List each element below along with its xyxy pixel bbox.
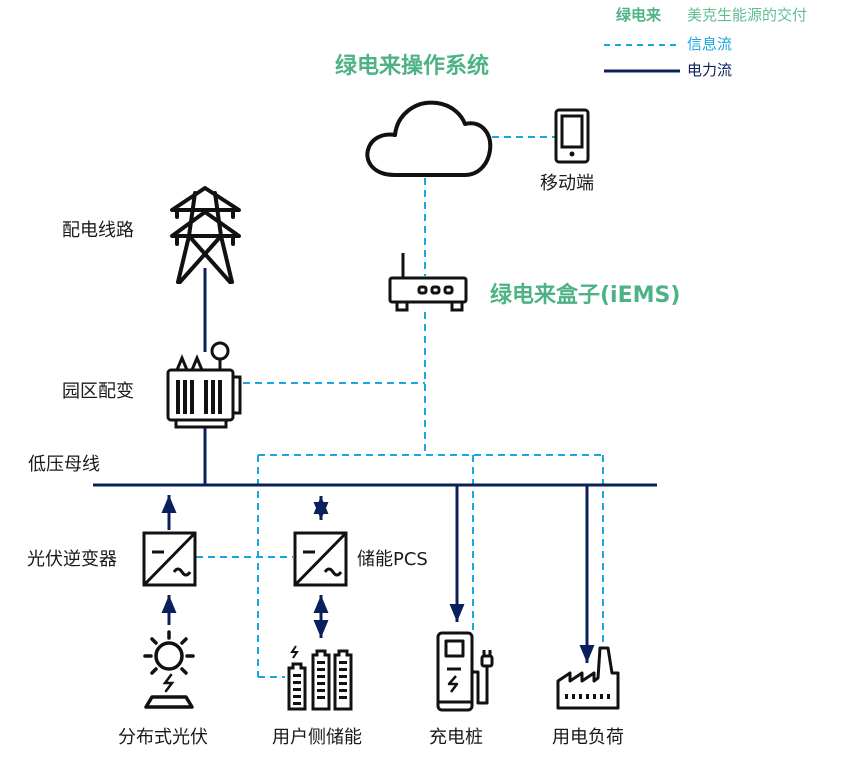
low-voltage-bus-label: 低压母线: [28, 454, 100, 475]
cloud-icon: [365, 100, 493, 177]
user-storage-label: 用户侧储能: [272, 727, 362, 748]
distributed-pv-label: 分布式光伏: [118, 727, 208, 748]
mobile-label: 移动端: [540, 173, 594, 194]
factory-icon: [556, 646, 620, 710]
mobile-phone-icon: [554, 108, 590, 164]
os-title: 绿电来操作系统: [335, 54, 490, 79]
pv-inverter-label: 光伏逆变器: [27, 549, 117, 570]
box-title: 绿电来盒子(iEMS): [490, 283, 681, 308]
legend-power-flow-label: 电力流: [687, 61, 733, 79]
charging-pile-label: 充电桩: [429, 727, 483, 748]
info-flow-lines: [196, 136, 604, 678]
legend-brand: 绿电来: [616, 6, 662, 24]
power-flow-lines: [93, 268, 657, 663]
distribution-line-label: 配电线路: [62, 220, 134, 241]
legend-tagline: 美克生能源的交付: [687, 6, 808, 24]
storage-pcs-label: 储能PCS: [357, 549, 428, 570]
legend-info-flow-label: 信息流: [687, 35, 733, 53]
transformer-icon: [166, 341, 242, 429]
pv-inverter-icon: [142, 531, 197, 587]
power-tower-icon: [170, 186, 241, 284]
storage-pcs-icon: [293, 531, 348, 587]
load-label: 用电负荷: [552, 727, 624, 748]
router-icon: [388, 253, 468, 312]
ev-charger-icon: [436, 631, 494, 712]
battery-storage-icon: [287, 645, 353, 711]
solar-panel-icon: [143, 630, 195, 709]
park-transformer-label: 园区配变: [62, 381, 134, 402]
